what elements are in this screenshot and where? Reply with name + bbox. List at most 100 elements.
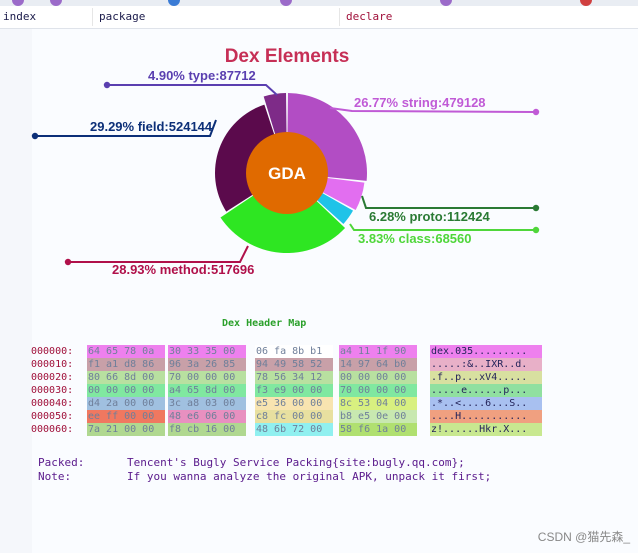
hex-group[interactable]: 30 33 35 00 xyxy=(168,345,246,358)
pie-slice-class xyxy=(316,192,354,224)
hex-group[interactable]: 8c 53 04 00 xyxy=(339,397,417,410)
slice-label-class: 3.83% class:68560 xyxy=(358,231,471,246)
pie-slice-field xyxy=(215,104,275,212)
hex-group[interactable]: 00 00 00 00 xyxy=(339,371,417,384)
hex-group[interactable]: f3 e9 00 00 xyxy=(255,384,333,397)
ascii-column[interactable]: dex.035......... xyxy=(430,345,542,358)
hex-group[interactable]: 94 49 58 52 xyxy=(255,358,333,371)
ascii-column[interactable]: .f..p...xV4..... xyxy=(430,371,542,384)
hex-group[interactable]: 70 00 00 00 xyxy=(168,371,246,384)
leader-dot-field xyxy=(31,132,39,140)
hex-group[interactable]: 96 3a 26 85 xyxy=(168,358,246,371)
watermark: CSDN @猫先森_ xyxy=(537,530,630,544)
ascii-column[interactable]: .*..<....6...S.. xyxy=(430,397,542,410)
hex-group[interactable]: 7a 21 00 00 xyxy=(87,423,165,436)
pie-labels: 26.77% string:479128 6.28% proto:112424 3.… xyxy=(90,68,490,277)
row-offset: 000010: xyxy=(31,359,74,370)
pie-slices xyxy=(215,93,367,254)
hex-group[interactable]: 00 00 00 00 xyxy=(87,384,165,397)
hex-group[interactable]: c8 fc 00 00 xyxy=(255,410,333,423)
toolbar xyxy=(0,0,638,6)
index-search-field[interactable]: index xyxy=(0,8,93,26)
hex-group[interactable]: 48 e6 06 00 xyxy=(168,410,246,423)
slice-label-type: 4.90% type:87712 xyxy=(148,68,256,83)
toolbar-button-icon[interactable] xyxy=(50,0,62,6)
row-offset: 000030: xyxy=(31,385,74,396)
left-gutter xyxy=(0,29,32,553)
hex-group[interactable]: 64 65 78 0a xyxy=(87,345,165,358)
leader-line-string xyxy=(329,107,537,113)
header-map-title: Dex Header Map xyxy=(222,318,307,329)
slice-label-field: 29.29% field:524144 xyxy=(90,119,213,134)
center-circle xyxy=(246,132,328,214)
toolbar-button-icon[interactable] xyxy=(168,0,180,6)
slice-label-method: 28.93% method:517696 xyxy=(112,262,254,277)
hex-group[interactable]: f1 a1 d8 86 xyxy=(87,358,165,371)
hex-group[interactable]: e5 36 00 00 xyxy=(255,397,333,410)
pie-leader-lines xyxy=(31,81,540,266)
row-offset: 000050: xyxy=(31,411,74,422)
packed-value: Tencent's Bugly Service Packing{site:bug… xyxy=(127,456,465,469)
slice-label-string: 26.77% string:479128 xyxy=(354,95,486,110)
row-offset: 000040: xyxy=(31,398,74,409)
ascii-column[interactable]: z!......Hkr.X... xyxy=(430,423,542,436)
hex-group[interactable]: ee ff 00 00 xyxy=(87,410,165,423)
ascii-column[interactable]: .....e......p... xyxy=(430,384,542,397)
packed-label: Packed: xyxy=(38,456,85,469)
row-offset: 000000: xyxy=(31,346,74,357)
note-line: Note: If you wanna analyze the original … xyxy=(38,470,491,484)
dex-elements-chart: Dex Elements GDA 26.77% string:479128 6.2… xyxy=(31,46,540,277)
slice-label-proto: 6.28% proto:112424 xyxy=(369,209,490,224)
toolbar-button-icon[interactable] xyxy=(440,0,452,6)
row-offset: 000020: xyxy=(31,372,74,383)
packed-line: Packed: Tencent's Bugly Service Packing{… xyxy=(38,456,465,470)
hex-group[interactable]: f8 cb 16 00 xyxy=(168,423,246,436)
chart-title: Dex Elements xyxy=(225,46,350,67)
leader-line-field xyxy=(35,119,217,137)
hex-group[interactable]: a4 11 1f 90 xyxy=(339,345,417,358)
note-label: Note: xyxy=(38,470,72,483)
toolbar-button-icon[interactable] xyxy=(12,0,24,6)
ascii-column[interactable]: .....:&..IXR..d. xyxy=(430,358,542,371)
hex-group[interactable]: 80 66 8d 00 xyxy=(87,371,165,384)
pie-slice-proto xyxy=(322,177,365,210)
leader-line-type xyxy=(107,84,278,96)
note-value: If you wanna analyze the original APK, u… xyxy=(127,470,492,483)
leader-line-proto xyxy=(361,195,536,209)
leader-line-class xyxy=(349,223,536,231)
ascii-column[interactable]: ....H........... xyxy=(430,410,542,423)
pie-slice-method xyxy=(220,195,346,254)
hex-group[interactable]: 78 56 34 12 xyxy=(255,371,333,384)
center-label: GDA xyxy=(268,164,306,183)
toolbar-button-icon[interactable] xyxy=(580,0,592,6)
pie-slice-string xyxy=(287,93,367,181)
leader-dot-method xyxy=(64,258,72,266)
hex-group[interactable]: 14 97 64 b0 xyxy=(339,358,417,371)
hex-group[interactable]: a4 65 8d 00 xyxy=(168,384,246,397)
leader-dot-proto xyxy=(532,204,540,212)
hex-group[interactable]: b8 e5 0e 00 xyxy=(339,410,417,423)
leader-dot-class xyxy=(532,226,540,234)
row-offset: 000060: xyxy=(31,424,74,435)
leader-line-method xyxy=(68,245,249,263)
hex-group[interactable]: 3c a8 03 00 xyxy=(168,397,246,410)
search-bar: index package declare xyxy=(0,6,638,29)
pie-slice-type xyxy=(263,93,287,135)
hex-group[interactable]: 58 f6 1a 00 xyxy=(339,423,417,436)
package-search-field[interactable]: package xyxy=(96,8,340,26)
hex-group[interactable]: 70 00 00 00 xyxy=(339,384,417,397)
declare-search-field[interactable]: declare xyxy=(346,10,393,23)
leader-dot-type xyxy=(103,81,111,89)
hex-group[interactable]: 48 6b 72 00 xyxy=(255,423,333,436)
hex-group[interactable]: d4 2a 00 00 xyxy=(87,397,165,410)
toolbar-button-icon[interactable] xyxy=(280,0,292,6)
leader-dot-string xyxy=(532,108,540,116)
hex-group[interactable]: 06 fa 8b b1 xyxy=(255,345,333,358)
